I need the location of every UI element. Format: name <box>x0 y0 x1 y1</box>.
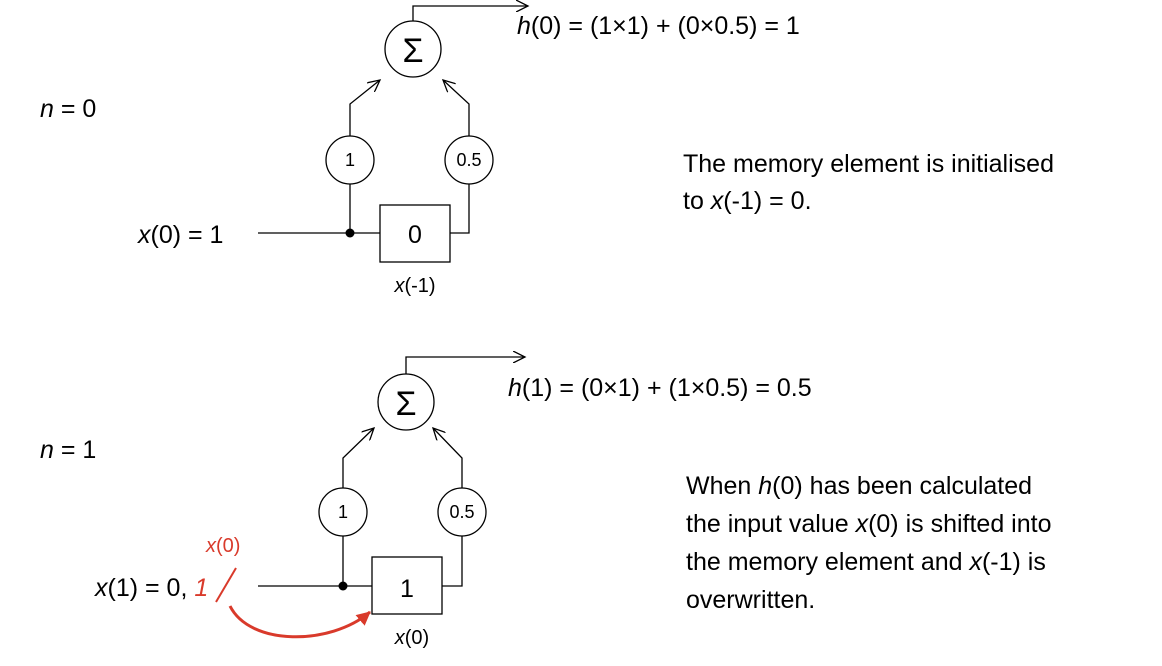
n0-sum-symbol: Σ <box>402 32 423 70</box>
n1-shift-arrow <box>228 605 371 639</box>
n1-label: n = 1 <box>40 436 96 464</box>
n1-weight-left <box>318 487 368 537</box>
n0-weight-right-value: 0.5 <box>456 150 481 170</box>
n0-label: n = 0 <box>40 95 96 123</box>
n1-strike-mark <box>215 567 237 603</box>
n1-memory-label: x(0) <box>394 627 429 649</box>
n1-sum-symbol: Σ <box>395 385 416 423</box>
n1-note-line4: overwritten. <box>686 586 815 614</box>
n0-junction-dot <box>345 228 355 238</box>
n1-memory-element <box>371 556 443 615</box>
n1-weight-left-value: 1 <box>338 502 348 522</box>
n0-input-label: x(0) = 1 <box>137 221 223 249</box>
n1-struck-value: 1 <box>194 574 208 602</box>
n1-input-label: x(1) = 0, 1 <box>94 574 208 602</box>
n1-weight-right-value: 0.5 <box>449 502 474 522</box>
n0-sum-node <box>384 20 442 78</box>
n0-tap-right <box>450 184 470 234</box>
n0-right-branch <box>443 80 470 136</box>
panel-n1: n = 1 h(1) = (0×1) + (1×0.5) = 0.5 Σ 1 0… <box>40 357 1052 649</box>
n1-right-branch <box>433 428 463 488</box>
n1-output-equation: h(1) = (0×1) + (1×0.5) = 0.5 <box>508 374 812 402</box>
n1-output-line <box>405 357 525 380</box>
panel-n0: n = 0 h(0) = (1×1) + (0×0.5) = 1 Σ 1 0.5… <box>40 6 1054 297</box>
n0-weight-left-value: 1 <box>345 150 355 170</box>
n0-weight-left <box>325 135 375 185</box>
n1-sum-node <box>377 373 435 431</box>
n0-note-line1: The memory element is initialised <box>683 150 1054 178</box>
n1-note-line2: the input value x(0) is shifted into <box>686 510 1052 538</box>
n1-weight-right <box>437 487 487 537</box>
n0-output-line <box>412 6 528 28</box>
n0-left-branch <box>349 80 380 136</box>
n1-memory-value: 1 <box>400 575 414 603</box>
n0-memory-value: 0 <box>408 221 422 249</box>
n1-left-branch <box>342 428 374 488</box>
n1-note-line1: When h(0) has been calculated <box>686 472 1032 500</box>
n0-note-line2: to x(-1) = 0. <box>683 187 812 215</box>
n1-tap-right <box>442 536 463 587</box>
n0-memory-label: x(-1) <box>393 275 435 297</box>
n1-junction-dot <box>338 581 348 591</box>
n1-note-line3: the memory element and x(-1) is <box>686 548 1046 576</box>
n1-shift-label: x(0) <box>205 535 240 557</box>
n0-weight-right <box>444 135 494 185</box>
n0-memory-element <box>379 204 451 263</box>
n0-output-equation: h(0) = (1×1) + (0×0.5) = 1 <box>517 12 800 40</box>
